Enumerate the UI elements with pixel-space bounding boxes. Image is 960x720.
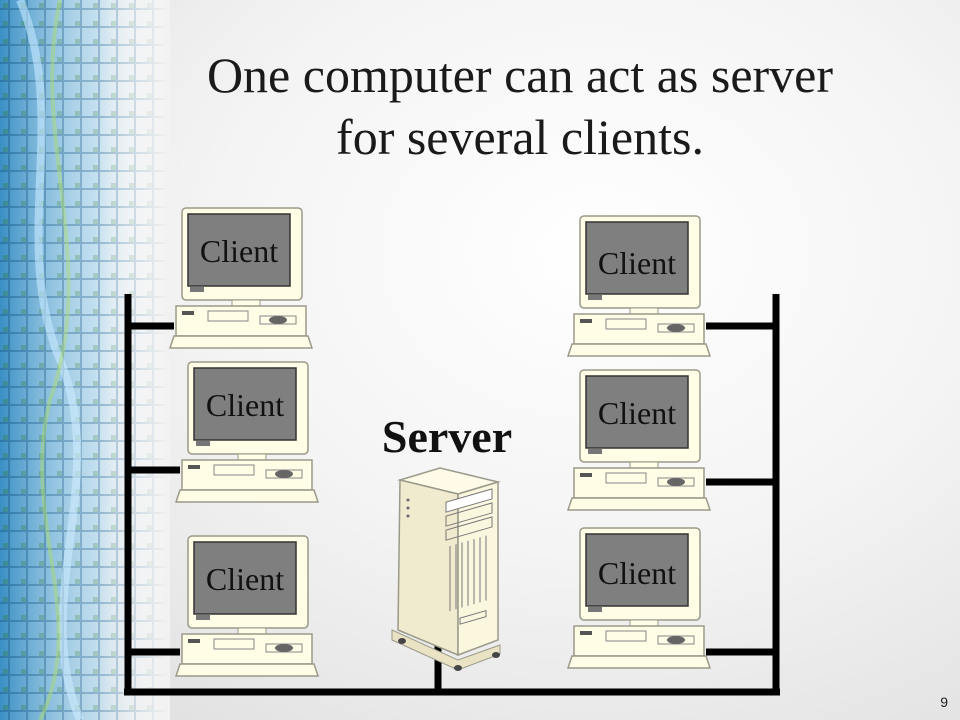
client-computer-4: Client <box>567 215 711 357</box>
client-label: Client <box>206 561 284 597</box>
client-computer-2: Client <box>175 361 319 503</box>
client-computer-1: Client <box>169 207 313 349</box>
client-label: Client <box>598 395 676 431</box>
server-tower <box>391 467 501 671</box>
title-line-1: One computer can act as server <box>206 47 834 103</box>
server-label: Server <box>382 411 512 462</box>
client-computer-5: Client <box>567 369 711 511</box>
client-label: Client <box>598 245 676 281</box>
client-label: Client <box>598 555 676 591</box>
client-label: Client <box>200 233 278 269</box>
slide-title: One computer can act as server for sever… <box>130 44 910 168</box>
title-line-2: for several clients. <box>336 109 704 165</box>
side-decoration <box>0 0 170 720</box>
client-label: Client <box>206 387 284 423</box>
page-number: 9 <box>940 694 948 710</box>
network-lines <box>124 294 780 696</box>
client-computer-3: Client <box>175 535 319 677</box>
client-computer-6: Client <box>567 527 711 669</box>
